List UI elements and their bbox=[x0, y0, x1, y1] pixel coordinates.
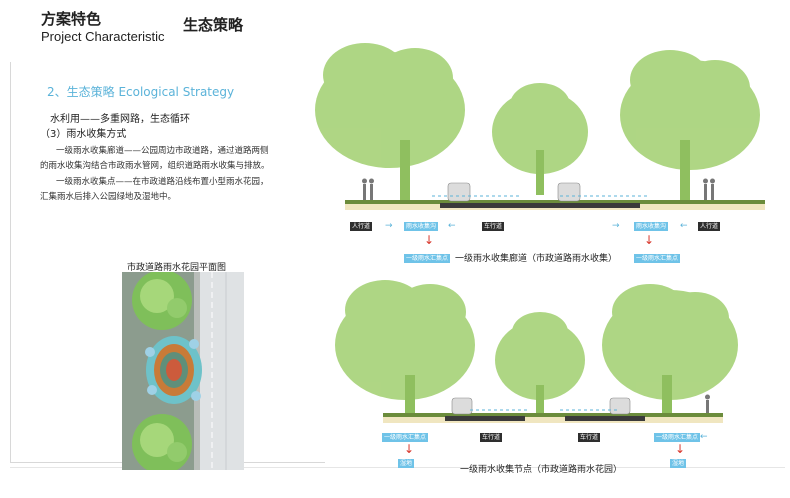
section1-caption: 一级雨水收集廊道（市政道路雨水收集） bbox=[455, 254, 618, 264]
method-line: （3）雨水收集方式 bbox=[40, 129, 127, 140]
section2-caption: 一级雨水收集节点（市政道路雨水花园） bbox=[460, 465, 623, 475]
ditch-right-label: 雨水收集沟 bbox=[634, 222, 669, 231]
arrow-right-icon: → bbox=[385, 221, 393, 231]
sidewalk-right-label: 人行道 bbox=[698, 222, 721, 231]
sub-heading: 2、生态策略 Ecological Strategy bbox=[47, 85, 235, 99]
arrow-down-icon: ↓ bbox=[644, 233, 655, 247]
collect-point-left-label: 一级雨水汇集点 bbox=[404, 254, 451, 263]
section-title: 生态策略 bbox=[183, 16, 244, 34]
strategy-line: 水利用——多重网路，生态循环 bbox=[50, 114, 190, 125]
ditch-left-label: 雨水收集沟 bbox=[404, 222, 439, 231]
collect-point2-left-label: 一级雨水汇集点 bbox=[382, 433, 429, 442]
wetland-left-label: 湿地 bbox=[398, 459, 415, 468]
description-para-2: 一级雨水收集点——在市政道路沿线布置小型雨水花园，汇集雨水后排入公园绿地及湿地中… bbox=[40, 177, 269, 202]
collect-point-right-label: 一级雨水汇集点 bbox=[634, 254, 681, 263]
description: 一级雨水收集廊道——公园周边市政道路，通过道路两侧的雨水收集沟结合市政雨水管网，… bbox=[40, 144, 272, 206]
plan-title: 市政道路雨水花园平面图 bbox=[127, 263, 227, 273]
rain-garden-plan-image bbox=[122, 272, 244, 470]
arrow-down-icon: ↓ bbox=[404, 442, 415, 456]
description-para-1: 一级雨水收集廊道——公园周边市政道路，通过道路两侧的雨水收集沟结合市政雨水管网，… bbox=[40, 146, 270, 171]
frame-left-line bbox=[10, 62, 11, 462]
wetland-right-label: 湿地 bbox=[670, 459, 687, 468]
arrow-left-icon: ← bbox=[700, 432, 708, 442]
lane-label: 车行道 bbox=[482, 222, 505, 231]
arrow-left-icon: ← bbox=[680, 221, 688, 231]
frame-bottom-rule bbox=[10, 467, 785, 468]
arrow-left-icon: ← bbox=[448, 221, 456, 231]
collect-point2-right-label: 一级雨水汇集点 bbox=[654, 433, 701, 442]
page-title-cn: 方案特色 bbox=[41, 10, 102, 28]
arrow-down-icon: ↓ bbox=[675, 442, 686, 456]
sidewalk-left-label: 人行道 bbox=[350, 222, 373, 231]
page-title-en: Project Characteristic bbox=[41, 29, 165, 44]
arrow-right-icon: → bbox=[612, 221, 620, 231]
lane-left-label: 车行道 bbox=[480, 433, 503, 442]
arrow-down-icon: ↓ bbox=[424, 233, 435, 247]
lane-right-label: 车行道 bbox=[578, 433, 601, 442]
